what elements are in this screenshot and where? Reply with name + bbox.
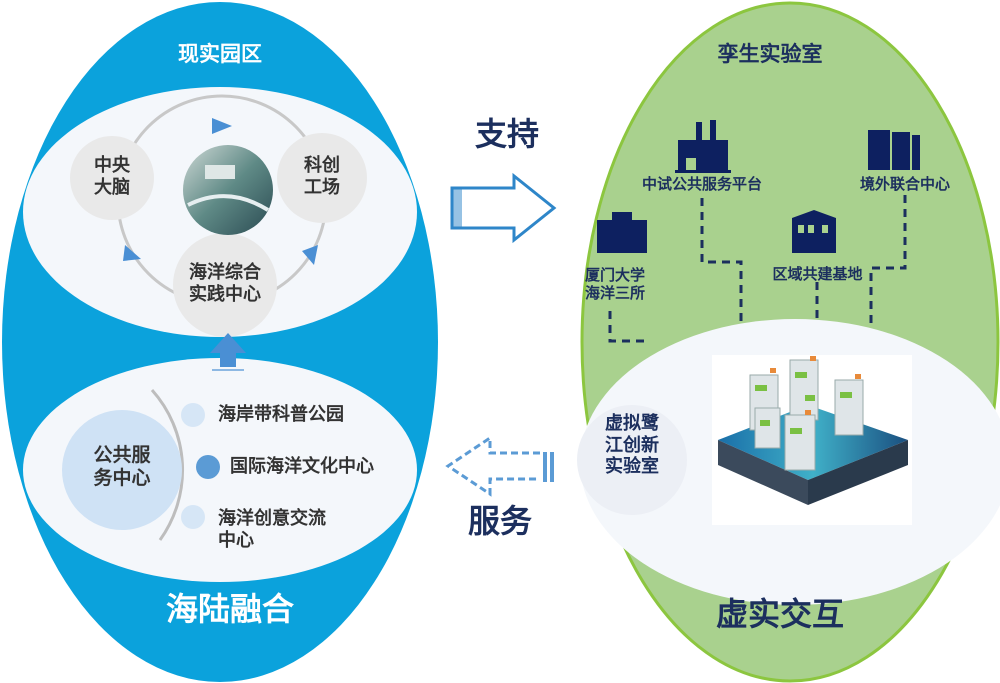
service-item: 海岸带科普公园 (218, 404, 344, 425)
public-service-line: 务中心 (93, 466, 151, 489)
practice-label-line: 海洋综合 (189, 262, 261, 283)
virtual-lab-line: 虚拟鹭 (605, 413, 659, 434)
left-title: 现实园区 (178, 42, 262, 66)
brain-circle (70, 136, 154, 220)
park-image (183, 145, 273, 235)
service-item: 国际海洋文化中心 (230, 456, 374, 477)
public-service-label: 公共服务中心 (72, 444, 172, 490)
factory-label-line: 科创 (304, 155, 340, 176)
right-bottom-title: 虚实交互 (715, 595, 844, 633)
practice-circle (173, 233, 277, 337)
service-item: 海洋创意交流中心 (218, 508, 326, 551)
virtual-lab-line: 实验室 (605, 456, 659, 478)
cycle-arrow-icon (212, 118, 232, 134)
factory-label: 科创工场 (292, 155, 352, 198)
factory-circle (277, 133, 367, 223)
service-item-line: 中心 (218, 529, 254, 551)
service-label: 服务 (467, 502, 532, 540)
building-icon (597, 212, 647, 253)
virtual-lab-label: 虚拟鹭江创新实验室 (597, 413, 667, 478)
support-label: 支持 (474, 115, 539, 153)
brain-label-line: 大脑 (94, 176, 130, 198)
practice-label: 海洋综合实践中心 (175, 262, 275, 305)
virtual-lab-image (712, 355, 912, 525)
right-title: 孪生实验室 (717, 42, 823, 66)
brain-label: 中央大脑 (82, 155, 142, 198)
practice-label-line: 实践中心 (189, 283, 261, 305)
brain-label-line: 中央 (94, 155, 130, 176)
public-service-line: 公共服 (93, 444, 151, 466)
up-arrow-icon (210, 333, 246, 367)
pilot-platform-label: 中试公共服务平台 (641, 175, 762, 193)
cycle-arrow-icon (123, 245, 141, 261)
service-arc (150, 389, 185, 541)
bullet-dot (181, 403, 205, 427)
cycle-arrow-icon (302, 245, 318, 265)
virtual-lab-circle (577, 405, 687, 515)
xmu-label: 厦门大学海洋三所 (580, 266, 650, 302)
xmu-label-line: 厦门大学 (584, 266, 645, 284)
overseas-center-label: 境外联合中心 (859, 175, 950, 193)
xmu-label-line: 海洋三所 (584, 284, 645, 302)
left-bottom-title: 海陆融合 (165, 590, 294, 628)
virtual-lab-line: 江创新 (605, 434, 659, 456)
regional-base-label: 区域共建基地 (772, 265, 863, 283)
public-service-circle (62, 410, 182, 530)
service-item-line: 海洋创意交流 (218, 508, 326, 529)
factory-icon (675, 120, 731, 173)
connector-lines (608, 195, 907, 343)
school-building-icon (792, 210, 836, 253)
service-arrow-icon (445, 435, 540, 497)
support-arrow-icon (450, 172, 557, 244)
bullet-dot (181, 505, 205, 529)
bullet-dot-active (196, 455, 220, 479)
office-tower-icon (868, 130, 920, 170)
factory-label-line: 工场 (304, 176, 340, 198)
